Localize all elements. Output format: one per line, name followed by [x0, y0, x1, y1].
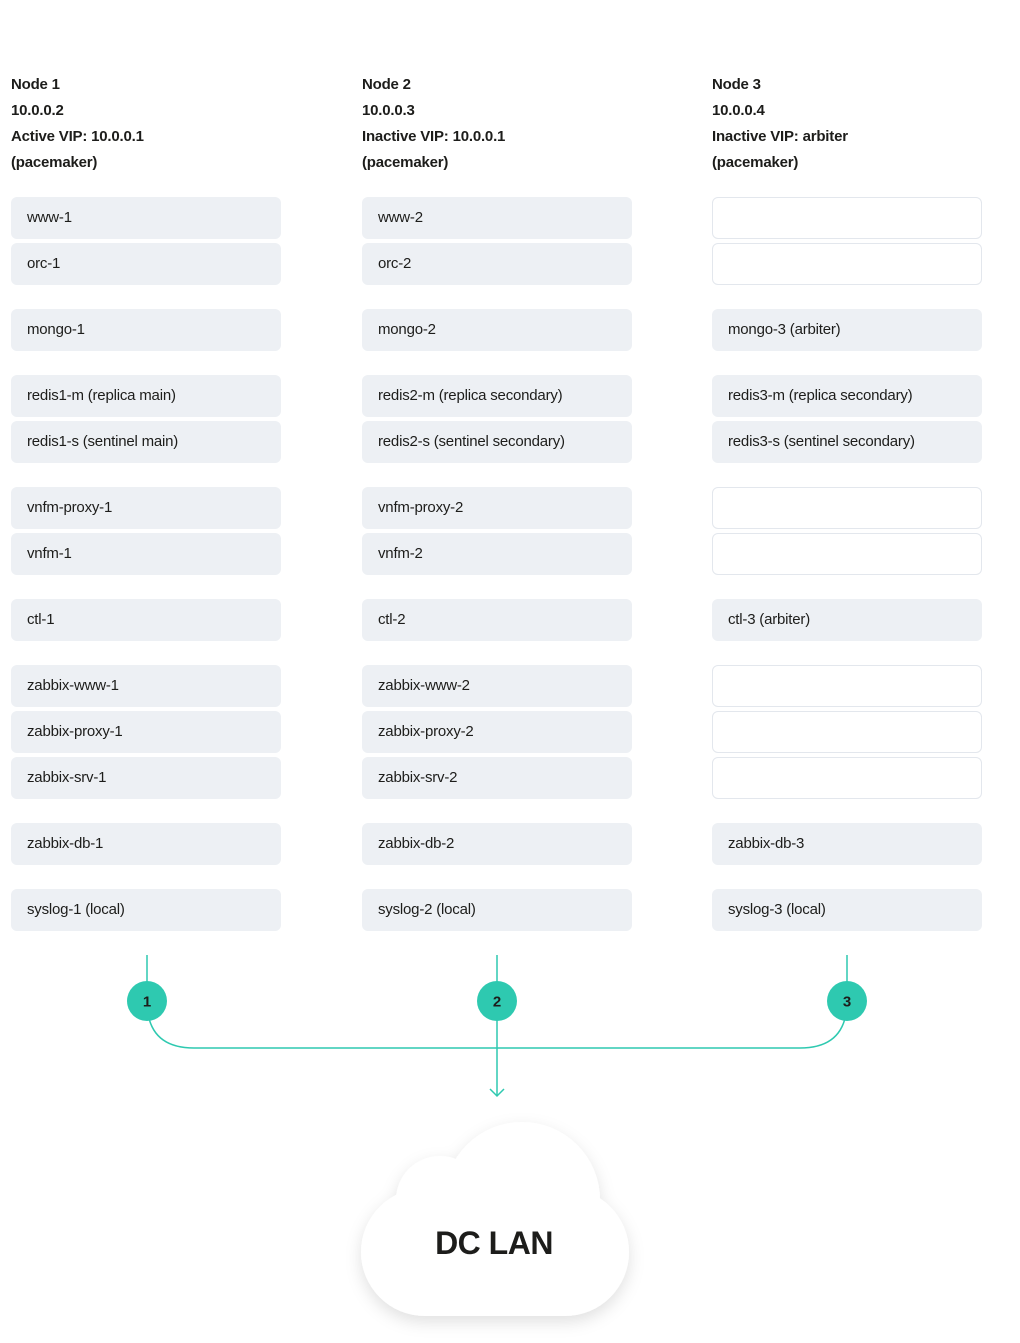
svg-text:1: 1 — [143, 994, 151, 1011]
service-box: syslog-1 (local) — [11, 889, 281, 931]
node-3-ip: 10.0.0.4 — [712, 102, 765, 119]
service-box: redis1-s (sentinel main) — [11, 421, 281, 463]
node-1-header: Node 1 10.0.0.2 Active VIP: 10.0.0.1 (pa… — [11, 72, 311, 176]
node-3-role: (pacemaker) — [712, 154, 799, 171]
node-3-badge: 3 — [827, 981, 867, 1021]
empty-slot-box — [712, 533, 982, 575]
service-box: vnfm-proxy-2 — [362, 487, 632, 529]
service-box: redis1-m (replica main) — [11, 375, 281, 417]
node-2-role: (pacemaker) — [362, 154, 449, 171]
service-box: mongo-2 — [362, 309, 632, 351]
node-3-vip: Inactive VIP: arbiter — [712, 128, 848, 145]
empty-slot-box — [712, 665, 982, 707]
service-box: www-1 — [11, 197, 281, 239]
service-box: redis3-m (replica secondary) — [712, 375, 982, 417]
node-2-vip: Inactive VIP: 10.0.0.1 — [362, 128, 506, 145]
empty-slot-box — [712, 197, 982, 239]
service-box: mongo-3 (arbiter) — [712, 309, 982, 351]
service-box: ctl-2 — [362, 599, 632, 641]
service-box: vnfm-2 — [362, 533, 632, 575]
dc-lan-label: DC LAN — [435, 1225, 553, 1261]
service-box: www-2 — [362, 197, 632, 239]
node-2-ip: 10.0.0.3 — [362, 102, 415, 119]
node-1-vip: Active VIP: 10.0.0.1 — [11, 128, 144, 145]
empty-slot-box — [712, 757, 982, 799]
service-box: zabbix-db-2 — [362, 823, 632, 865]
cloud-icon — [361, 1122, 629, 1316]
service-box: zabbix-proxy-1 — [11, 711, 281, 753]
service-box: syslog-2 (local) — [362, 889, 632, 931]
service-box: zabbix-www-1 — [11, 665, 281, 707]
service-box: ctl-3 (arbiter) — [712, 599, 982, 641]
service-box: ctl-1 — [11, 599, 281, 641]
service-box: redis3-s (sentinel secondary) — [712, 421, 982, 463]
node-3-name: Node 3 — [712, 76, 761, 93]
service-box: orc-1 — [11, 243, 281, 285]
service-box: vnfm-proxy-1 — [11, 487, 281, 529]
node-2-header: Node 2 10.0.0.3 Inactive VIP: 10.0.0.1 (… — [362, 72, 662, 176]
svg-text:3: 3 — [843, 994, 851, 1011]
service-box: syslog-3 (local) — [712, 889, 982, 931]
node-2-badge: 2 — [477, 981, 517, 1021]
service-box: zabbix-proxy-2 — [362, 711, 632, 753]
service-box: orc-2 — [362, 243, 632, 285]
arrow-down-icon — [489, 1088, 505, 1098]
service-box: redis2-s (sentinel secondary) — [362, 421, 632, 463]
service-box: mongo-1 — [11, 309, 281, 351]
service-box: zabbix-srv-2 — [362, 757, 632, 799]
node-1-role: (pacemaker) — [11, 154, 98, 171]
empty-slot-box — [712, 711, 982, 753]
node-1-badge: 1 — [127, 981, 167, 1021]
service-box: vnfm-1 — [11, 533, 281, 575]
service-box: zabbix-db-3 — [712, 823, 982, 865]
node-1-ip: 10.0.0.2 — [11, 102, 64, 119]
node-2-name: Node 2 — [362, 76, 411, 93]
service-box: zabbix-srv-1 — [11, 757, 281, 799]
service-box: zabbix-db-1 — [11, 823, 281, 865]
node-1-name: Node 1 — [11, 76, 60, 93]
service-box: zabbix-www-2 — [362, 665, 632, 707]
service-box: redis2-m (replica secondary) — [362, 375, 632, 417]
empty-slot-box — [712, 243, 982, 285]
empty-slot-box — [712, 487, 982, 529]
svg-text:2: 2 — [493, 994, 501, 1011]
node-3-header: Node 3 10.0.0.4 Inactive VIP: arbiter (p… — [712, 72, 1012, 176]
